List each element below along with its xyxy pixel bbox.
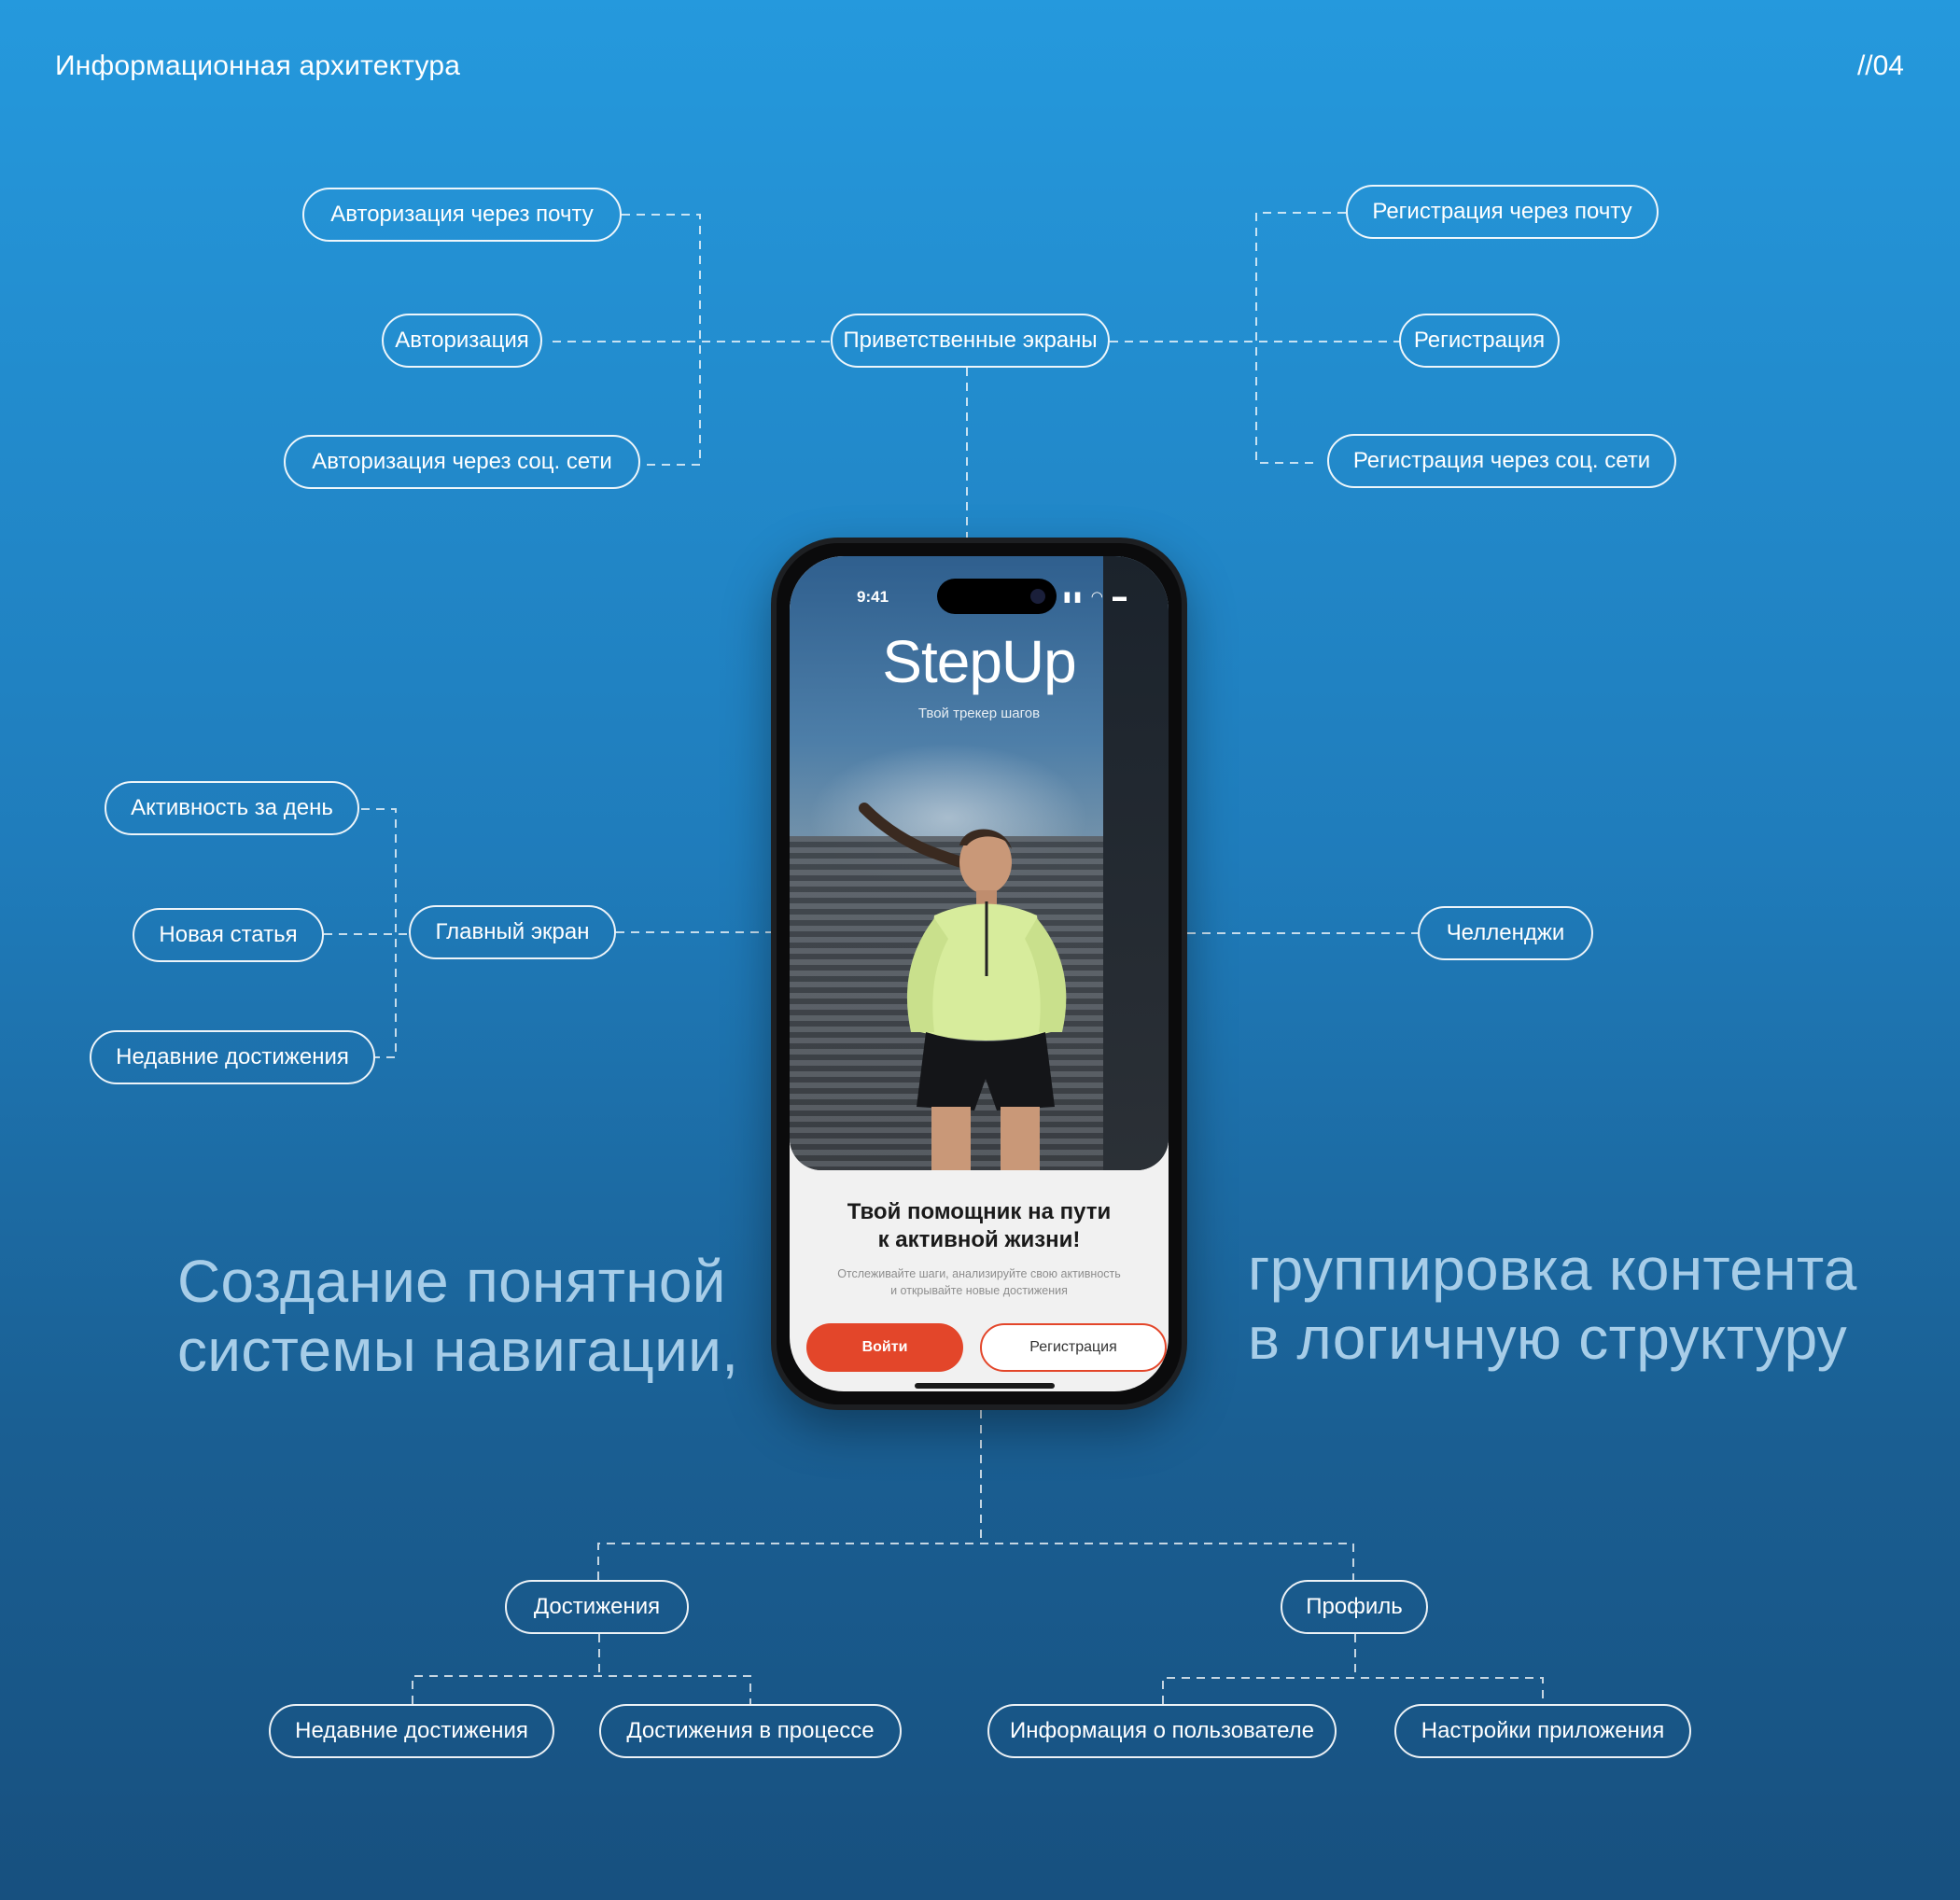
onboarding-description-line2: и открывайте новые достижения [890, 1284, 1068, 1297]
status-bar-icons: ▮▮ ◠ ▬ [1063, 589, 1129, 605]
app-logo: StepUp [882, 628, 1076, 695]
connector-activity [361, 808, 397, 1058]
node-auth: Авторизация [382, 314, 542, 368]
building-edge [1103, 556, 1169, 1170]
camera-icon [1030, 589, 1045, 604]
connector-auth-email [622, 214, 701, 466]
onboarding-description-line1: Отслеживайте шаги, анализируйте свою акт… [837, 1267, 1121, 1280]
app-tagline: Твой трекер шагов [917, 706, 1041, 721]
login-button[interactable]: Войти [806, 1323, 963, 1372]
status-time: 9:41 [857, 588, 889, 606]
connector-profile-children [1162, 1634, 1544, 1704]
hero-photo: 9:41 ▮▮ ◠ ▬ StepUp Твой трекер шагов [790, 556, 1169, 1170]
node-welcome-screens: Приветственные экраны [831, 314, 1110, 368]
node-auth-social: Авторизация через соц. сети [284, 435, 640, 489]
node-recent-achievements-left: Недавние достижения [90, 1030, 375, 1084]
node-main-screen: Главный экран [409, 905, 616, 959]
phone-mockup: 9:41 ▮▮ ◠ ▬ StepUp Твой трекер шагов Тво… [771, 538, 1187, 1410]
caption-right: группировка контента в логичную структур… [1248, 1235, 1857, 1373]
home-indicator [915, 1383, 1055, 1389]
node-reg-email: Регистрация через почту [1346, 185, 1659, 239]
caption-left-line2: системы навигации, [177, 1317, 739, 1384]
onboarding-title-line1: Твой помощник на пути [847, 1199, 1112, 1224]
caption-left-line1: Создание понятной [177, 1248, 726, 1315]
page-title: Информационная архитектура [55, 50, 461, 81]
node-achievements: Достижения [505, 1580, 689, 1634]
page-number: //04 [1856, 50, 1904, 81]
node-recent-achievements-bottom: Недавние достижения [269, 1704, 554, 1758]
node-reg-social: Регистрация через соц. сети [1327, 434, 1676, 488]
caption-right-line1: группировка контента [1248, 1236, 1857, 1303]
node-activity: Активность за день [105, 781, 359, 835]
onboarding-title-line2: к активной жизни! [877, 1227, 1081, 1252]
athlete-illustration [859, 803, 1067, 1170]
node-achievements-in-progress: Достижения в процессе [599, 1704, 902, 1758]
node-user-info: Информация о пользователе [987, 1704, 1337, 1758]
node-auth-email: Авторизация через почту [302, 188, 622, 242]
onboarding-title: Твой помощник на пути к активной жизни! [790, 1198, 1169, 1254]
node-new-article: Новая статья [133, 908, 324, 962]
connector-achievements-children [412, 1634, 751, 1704]
caption-right-line2: в логичную структуру [1248, 1305, 1848, 1372]
node-challenges: Челленджи [1418, 906, 1593, 960]
register-button[interactable]: Регистрация [980, 1323, 1167, 1372]
node-profile: Профиль [1281, 1580, 1428, 1634]
node-app-settings: Настройки приложения [1394, 1704, 1691, 1758]
dynamic-island [937, 579, 1057, 614]
caption-left: Создание понятной системы навигации, [177, 1247, 738, 1385]
onboarding-description: Отслеживайте шаги, анализируйте свою акт… [808, 1265, 1150, 1299]
node-reg: Регистрация [1399, 314, 1560, 368]
phone-screen: 9:41 ▮▮ ◠ ▬ StepUp Твой трекер шагов Тво… [790, 556, 1169, 1391]
connector-reg-email [1255, 212, 1346, 464]
connector-bottom-branch [597, 1543, 1354, 1580]
phone-frame: 9:41 ▮▮ ◠ ▬ StepUp Твой трекер шагов Тво… [777, 543, 1182, 1404]
